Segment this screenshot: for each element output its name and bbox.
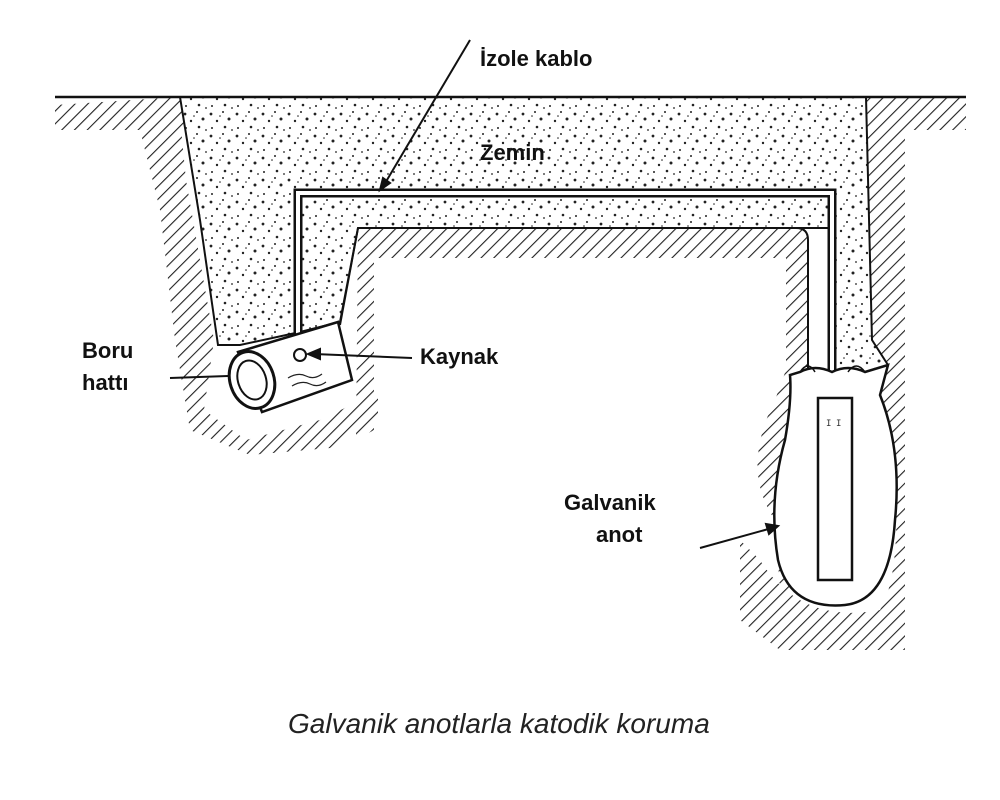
cable-label: İzole kablo (480, 46, 592, 71)
anode-label-line1: Galvanik (564, 490, 656, 515)
anode-label-line2: anot (596, 522, 643, 547)
pipe-line (227, 320, 354, 414)
figure-caption: Galvanik anotlarla katodik koruma (288, 708, 710, 739)
galvanic-anode: I I (773, 363, 898, 607)
svg-text:I: I (826, 419, 831, 429)
weld-label: Kaynak (420, 344, 499, 369)
leader-lines (169, 39, 781, 549)
soil-label: Zemin (480, 140, 545, 165)
pipe-label-line2: hattı (82, 370, 128, 395)
pipe-label-line1: Boru (82, 338, 133, 363)
insulated-cable (293, 188, 837, 372)
svg-text:I: I (836, 419, 841, 429)
ground-hatching (55, 97, 966, 650)
weld-point (293, 348, 307, 362)
